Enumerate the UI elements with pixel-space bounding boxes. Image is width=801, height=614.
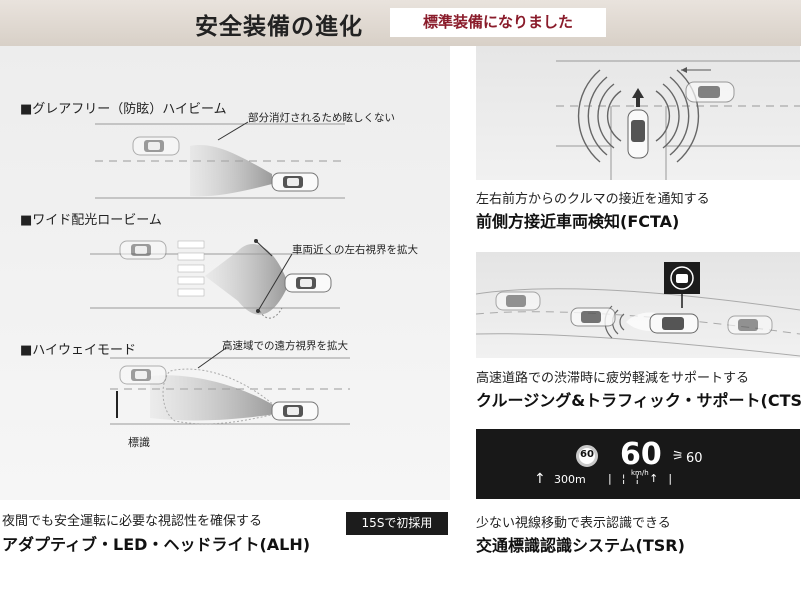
highway-mode-scene bbox=[110, 347, 350, 425]
highway-mode-callout: 高速域での遠方視界を拡大 bbox=[222, 340, 348, 352]
wide-low-beam-label: ■ワイド配光ロービーム bbox=[20, 213, 162, 228]
highway-beam bbox=[150, 375, 275, 421]
fcta-caption-main: 前側方接近車両検知(FCTA) bbox=[476, 212, 680, 231]
own-car bbox=[271, 401, 319, 421]
fcta-illustration bbox=[556, 60, 800, 180]
cts-status-icon bbox=[664, 262, 700, 308]
oncoming-car bbox=[132, 136, 180, 156]
wide-low-beam bbox=[205, 243, 286, 315]
speed-unit: km/h bbox=[631, 469, 649, 477]
alh-caption-sub: 夜間でも安全運転に必要な視認性を確保する bbox=[2, 514, 263, 529]
speed-limit-sign-icon bbox=[576, 445, 598, 467]
cts-illustration bbox=[476, 262, 800, 357]
fcta-illustration-panel bbox=[476, 46, 800, 180]
oncoming-car bbox=[119, 365, 167, 385]
own-car bbox=[284, 273, 332, 293]
cts-caption-sub: 高速道路での渋滞時に疲労軽減をサポートする bbox=[476, 371, 750, 386]
cts-caption-main: クルージング&トラフィック・サポート(CTS) bbox=[476, 391, 801, 410]
oncoming-car bbox=[119, 240, 167, 260]
cruise-set-icon: ⚞ bbox=[672, 449, 684, 464]
cruise-set-speed: 60 bbox=[686, 451, 703, 466]
wide-low-beam-scene bbox=[90, 239, 340, 319]
alh-caption-main: アダプティブ・LED・ヘッドライト(ALH) bbox=[2, 535, 311, 554]
glare-free-scene bbox=[95, 121, 345, 199]
alh-illustration bbox=[90, 121, 350, 425]
highway-mode-label: ■ハイウェイモード bbox=[20, 343, 137, 358]
own-car bbox=[627, 109, 649, 159]
cts-illustration-panel bbox=[476, 252, 800, 358]
glare-free-beam bbox=[190, 145, 272, 197]
lane-guidance-icon: |¦¦↑| bbox=[608, 472, 683, 485]
approaching-car bbox=[685, 81, 735, 103]
sign-label: 標識 bbox=[128, 436, 150, 449]
tsr-caption-sub: 少ない視線移動で表示認識できる bbox=[476, 516, 671, 531]
header-bar: 安全装備の進化 標準装備になりました bbox=[0, 0, 801, 46]
own-car bbox=[649, 313, 699, 334]
wide-low-beam-callout: 車両近くの左右視界を拡大 bbox=[292, 244, 418, 256]
speed-limit-sign-value: 60 bbox=[580, 449, 594, 460]
current-speed: 60 bbox=[620, 437, 662, 472]
tsr-caption-main: 交通標識認識システム(TSR) bbox=[476, 536, 685, 555]
first-adoption-badge: 15Sで初採用 bbox=[346, 512, 448, 535]
standard-equipment-badge: 標準装備になりました bbox=[390, 8, 606, 37]
straight-arrow-icon: ↑ bbox=[534, 471, 546, 487]
glare-free-label: ■グレアフリー（防眩）ハイビーム bbox=[20, 102, 227, 117]
fcta-caption-sub: 左右前方からのクルマの接近を通知する bbox=[476, 192, 710, 207]
tsr-display-panel: 60 60 km/h ⚞ 60 ↑ 300m |¦¦↑| bbox=[476, 429, 800, 499]
glare-free-callout: 部分消灯されるため眩しくない bbox=[248, 112, 395, 124]
page-title: 安全装備の進化 bbox=[195, 14, 363, 40]
alh-illustration-panel: ■グレアフリー（防眩）ハイビーム 部分消灯されるため眩しくない ■ワイド配光ロー… bbox=[0, 46, 450, 500]
navigation-distance: 300m bbox=[554, 473, 586, 486]
own-car bbox=[271, 172, 319, 192]
